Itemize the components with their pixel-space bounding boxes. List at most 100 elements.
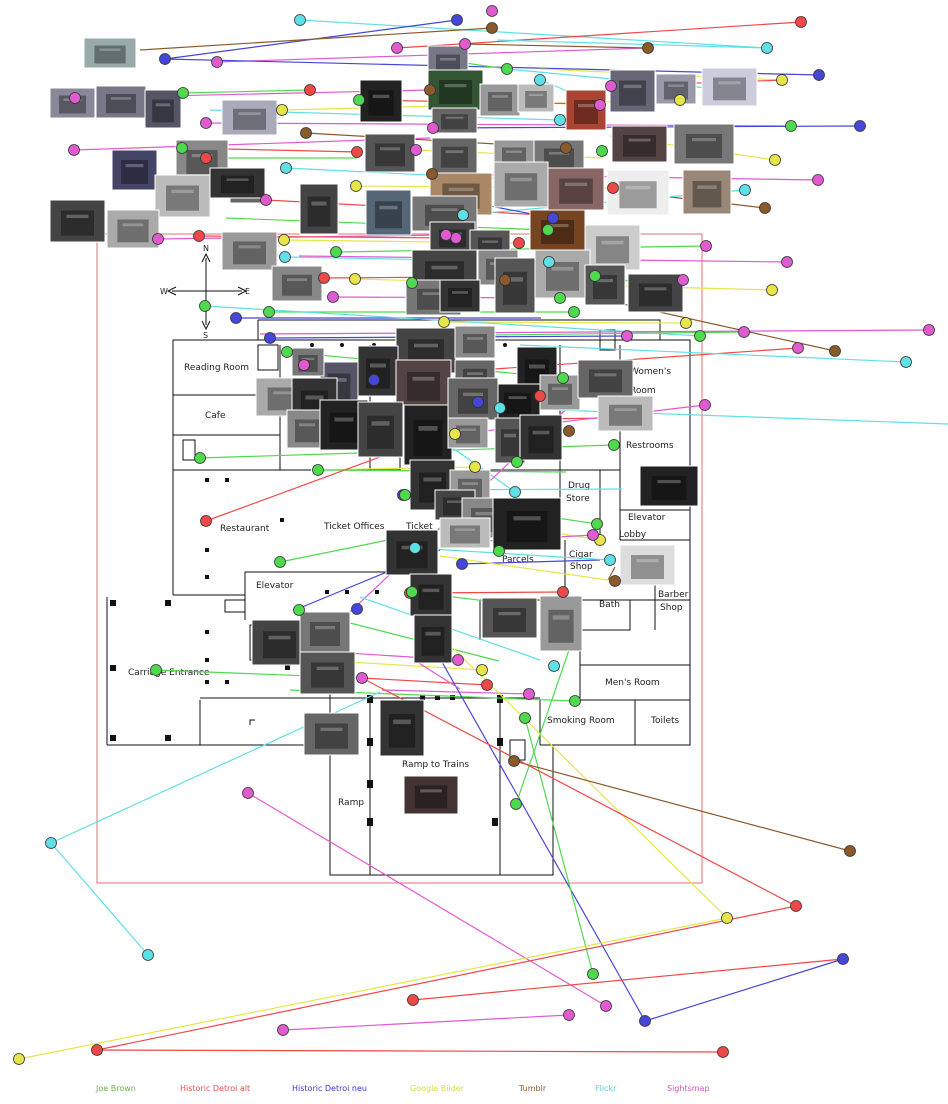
location-node[interactable] — [68, 144, 80, 156]
location-node[interactable] — [785, 120, 797, 132]
photo-thumbnail[interactable] — [221, 99, 278, 136]
location-node[interactable] — [211, 56, 223, 68]
location-node[interactable] — [368, 374, 380, 386]
photo-thumbnail[interactable] — [534, 249, 591, 299]
photo-thumbnail[interactable] — [439, 279, 481, 313]
location-node[interactable] — [547, 212, 559, 224]
location-node[interactable] — [456, 558, 468, 570]
location-node[interactable] — [501, 63, 513, 75]
location-node[interactable] — [45, 837, 57, 849]
photo-thumbnail[interactable] — [494, 257, 536, 314]
location-node[interactable] — [298, 359, 310, 371]
location-node[interactable] — [459, 38, 471, 50]
photo-thumbnail[interactable] — [481, 597, 538, 639]
location-node[interactable] — [274, 556, 286, 568]
location-node[interactable] — [150, 664, 162, 676]
photo-thumbnail[interactable] — [111, 149, 158, 191]
location-node[interactable] — [608, 439, 620, 451]
photo-thumbnail[interactable] — [403, 775, 459, 815]
photo-thumbnail[interactable] — [49, 199, 106, 243]
location-node[interactable] — [409, 542, 421, 554]
photo-thumbnail[interactable] — [439, 517, 491, 549]
location-node[interactable] — [499, 274, 511, 286]
photo-thumbnail[interactable] — [379, 699, 425, 757]
location-node[interactable] — [769, 154, 781, 166]
location-node[interactable] — [281, 346, 293, 358]
location-node[interactable] — [457, 209, 469, 221]
location-node[interactable] — [844, 845, 856, 857]
photo-thumbnail[interactable] — [682, 169, 732, 215]
location-node[interactable] — [534, 390, 546, 402]
photo-thumbnail[interactable] — [427, 69, 484, 111]
location-node[interactable] — [591, 518, 603, 530]
photo-thumbnail[interactable] — [395, 359, 452, 409]
location-node[interactable] — [829, 345, 841, 357]
location-node[interactable] — [293, 604, 305, 616]
photo-thumbnail[interactable] — [357, 345, 399, 397]
location-node[interactable] — [349, 273, 361, 285]
location-node[interactable] — [674, 94, 686, 106]
photo-thumbnail[interactable] — [299, 651, 356, 695]
location-node[interactable] — [353, 94, 365, 106]
location-node[interactable] — [450, 232, 462, 244]
location-node[interactable] — [790, 900, 802, 912]
location-node[interactable] — [424, 84, 436, 96]
location-node[interactable] — [568, 306, 580, 318]
location-node[interactable] — [159, 53, 171, 65]
photo-thumbnail[interactable] — [106, 209, 160, 249]
location-node[interactable] — [438, 316, 450, 328]
photo-thumbnail[interactable] — [584, 264, 626, 306]
location-node[interactable] — [494, 402, 506, 414]
location-node[interactable] — [13, 1053, 25, 1065]
location-node[interactable] — [587, 529, 599, 541]
location-node[interactable] — [587, 968, 599, 980]
location-node[interactable] — [776, 74, 788, 86]
photo-thumbnail[interactable] — [403, 404, 453, 466]
location-node[interactable] — [481, 679, 493, 691]
location-node[interactable] — [721, 912, 733, 924]
location-node[interactable] — [304, 84, 316, 96]
photo-thumbnail[interactable] — [627, 273, 684, 313]
location-node[interactable] — [410, 144, 422, 156]
location-node[interactable] — [200, 515, 212, 527]
location-node[interactable] — [605, 80, 617, 92]
location-node[interactable] — [563, 425, 575, 437]
location-node[interactable] — [594, 99, 606, 111]
location-node[interactable] — [519, 712, 531, 724]
location-node[interactable] — [194, 452, 206, 464]
photo-thumbnail[interactable] — [539, 595, 583, 652]
location-node[interactable] — [560, 142, 572, 154]
location-node[interactable] — [230, 312, 242, 324]
location-node[interactable] — [642, 42, 654, 54]
photo-thumbnail[interactable] — [299, 183, 339, 235]
location-node[interactable] — [766, 284, 778, 296]
location-node[interactable] — [440, 229, 452, 241]
location-node[interactable] — [391, 42, 403, 54]
photo-thumbnail[interactable] — [517, 83, 555, 113]
location-node[interactable] — [193, 230, 205, 242]
location-node[interactable] — [813, 69, 825, 81]
location-node[interactable] — [242, 787, 254, 799]
location-node[interactable] — [406, 586, 418, 598]
location-node[interactable] — [513, 237, 525, 249]
location-node[interactable] — [596, 145, 608, 157]
location-node[interactable] — [449, 428, 461, 440]
location-node[interactable] — [543, 256, 555, 268]
photo-thumbnail[interactable] — [409, 573, 453, 617]
photo-thumbnail[interactable] — [221, 231, 278, 271]
photo-thumbnail[interactable] — [673, 123, 735, 165]
photo-thumbnail[interactable] — [299, 611, 351, 653]
location-node[interactable] — [351, 146, 363, 158]
location-node[interactable] — [761, 42, 773, 54]
photo-thumbnail[interactable] — [454, 325, 496, 359]
location-node[interactable] — [609, 575, 621, 587]
location-node[interactable] — [694, 330, 706, 342]
location-node[interactable] — [812, 174, 824, 186]
location-node[interactable] — [523, 688, 535, 700]
location-node[interactable] — [563, 1009, 575, 1021]
location-node[interactable] — [469, 461, 481, 473]
location-node[interactable] — [900, 356, 912, 368]
location-node[interactable] — [176, 142, 188, 154]
location-node[interactable] — [318, 272, 330, 284]
location-node[interactable] — [795, 16, 807, 28]
